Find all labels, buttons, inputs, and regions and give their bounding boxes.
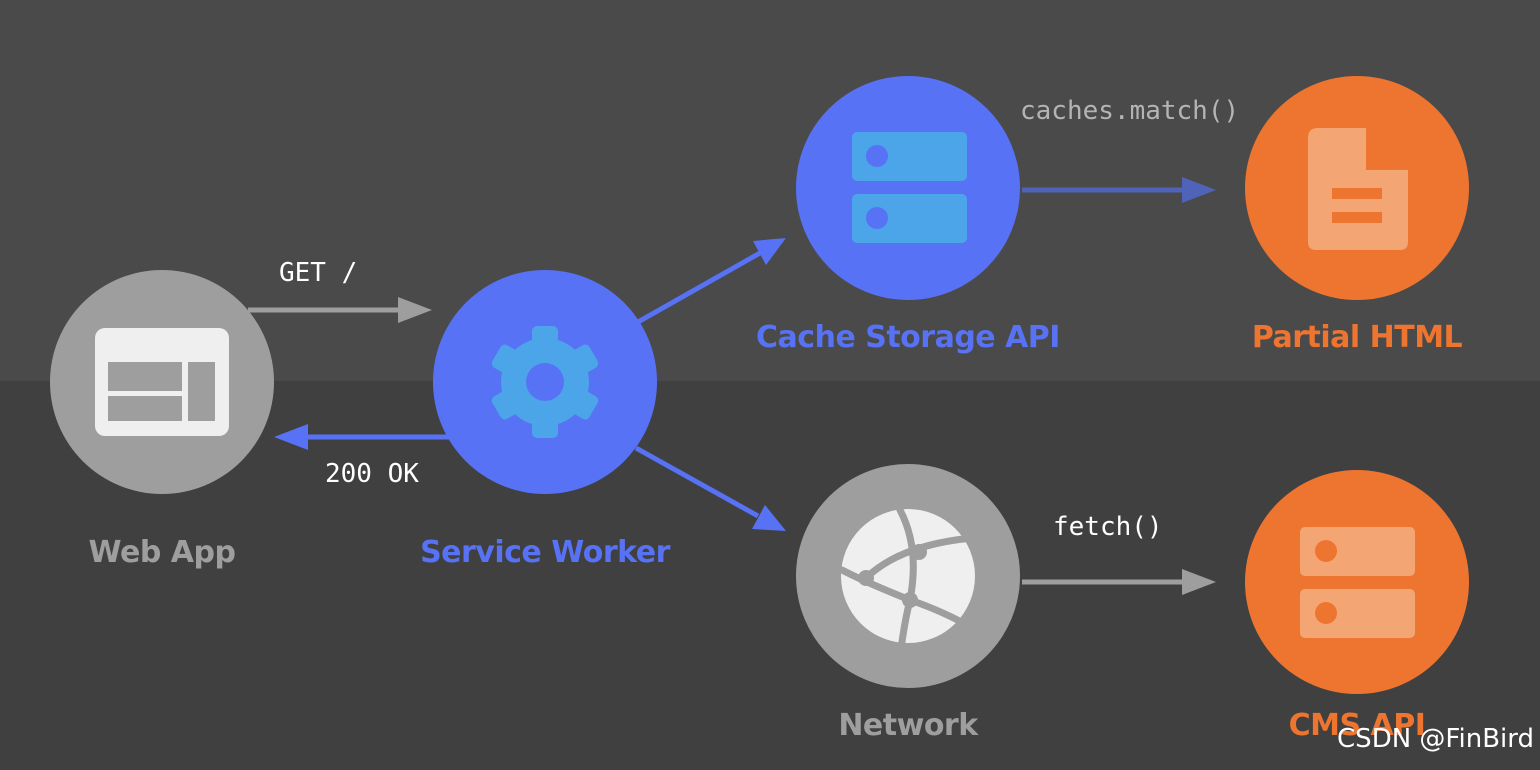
response-label: 200 OK <box>325 459 419 489</box>
cache-storage-label: Cache Storage API <box>756 320 1060 355</box>
globe-network-icon <box>838 506 976 646</box>
request-label: GET / <box>279 258 358 288</box>
network-label: Network <box>838 708 978 743</box>
arrow-get-request <box>248 297 432 323</box>
cms-api-node <box>1245 470 1469 694</box>
document-icon <box>1308 128 1408 250</box>
storage-server-icon <box>1300 527 1415 638</box>
cms-api-label: CMS API <box>1288 708 1426 743</box>
network-node <box>796 464 1020 688</box>
gear-icon <box>491 326 599 438</box>
arrow-fetch <box>1022 569 1216 595</box>
web-app-node <box>50 270 274 494</box>
partial-html-node <box>1245 76 1469 300</box>
service-worker-label: Service Worker <box>420 535 670 570</box>
web-app-label: Web App <box>88 535 236 570</box>
partial-html-label: Partial HTML <box>1251 320 1463 355</box>
cache-match-label: caches.match() <box>1020 96 1240 126</box>
arrow-200-response <box>274 424 452 450</box>
arrow-to-network <box>634 445 786 531</box>
storage-server-icon <box>852 132 967 243</box>
cache-storage-node <box>796 76 1020 300</box>
fetch-label: fetch() <box>1053 512 1163 542</box>
browser-window-icon <box>95 328 229 436</box>
arrow-cache-match <box>1022 177 1216 203</box>
arrow-to-cache-storage <box>636 238 786 325</box>
service-worker-node <box>433 270 657 494</box>
watermark: CSDN @FinBird <box>1337 724 1534 754</box>
